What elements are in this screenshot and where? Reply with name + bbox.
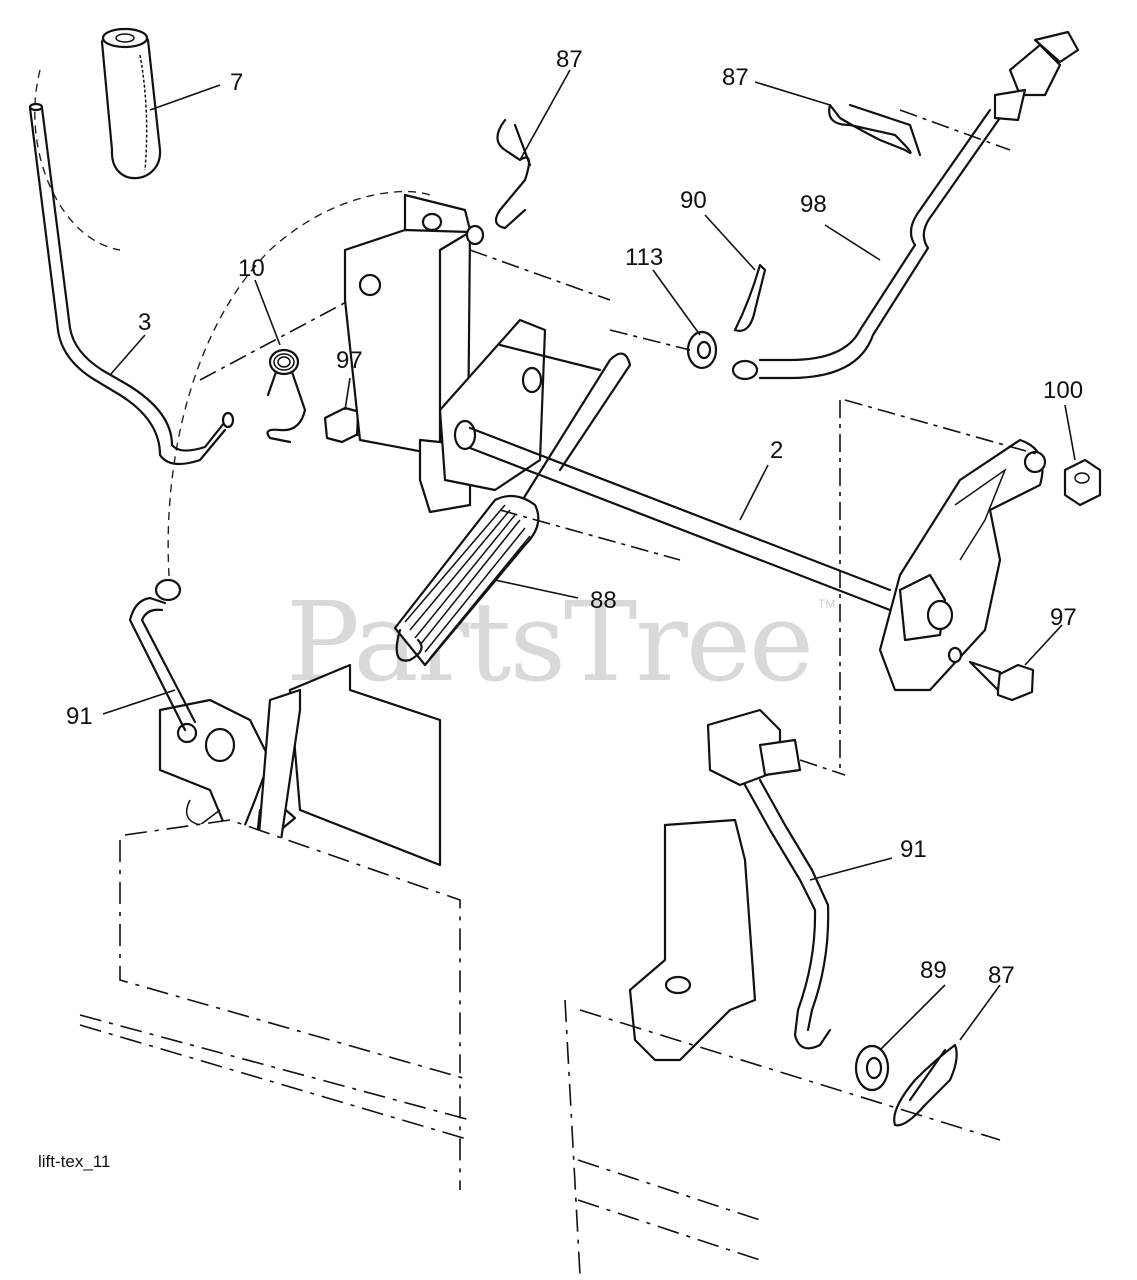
right-lift-arm-assembly — [628, 708, 832, 1062]
callout-87: 87 — [722, 64, 749, 91]
part-7-handle-grip[interactable] — [100, 27, 162, 180]
part-89-washer[interactable] — [854, 1044, 890, 1092]
callout-100: 100 — [1043, 377, 1083, 404]
left-lift-arm-assembly — [128, 578, 442, 952]
part-87-cotter-pin-right[interactable] — [828, 103, 922, 157]
callout-91: 91 — [900, 836, 927, 863]
callout-97: 97 — [1050, 604, 1077, 631]
part-87-cotter-pin-lower[interactable] — [893, 1043, 958, 1127]
callout-87: 87 — [988, 962, 1015, 989]
part-97-bolt-right[interactable] — [968, 660, 1035, 702]
part-3-lift-handle[interactable] — [28, 102, 235, 466]
callout-labels: 7 87 87 10 3 97 113 90 98 100 2 88 97 91… — [66, 46, 1083, 989]
part-87-cotter-pin-upper[interactable] — [494, 118, 532, 230]
callout-10: 10 — [238, 255, 265, 282]
part-98-lift-rod[interactable] — [731, 30, 1080, 381]
callout-91: 91 — [66, 703, 93, 730]
spring-bracket-wire — [498, 343, 632, 522]
callout-113: 113 — [625, 244, 663, 271]
figure-code: lift-tex_11 — [38, 1152, 110, 1171]
callout-98: 98 — [800, 191, 827, 218]
callout-97: 97 — [336, 347, 363, 374]
callout-2: 2 — [770, 437, 783, 464]
callout-88: 88 — [590, 587, 617, 614]
mounting-bracket — [343, 193, 547, 514]
mower-deck-outline — [79, 819, 1001, 1276]
watermark-text: PartsTree — [286, 578, 812, 706]
part-90-hairpin-clip[interactable] — [733, 263, 767, 332]
part-113-washer[interactable] — [686, 330, 718, 370]
callout-90: 90 — [680, 187, 707, 214]
part-88-extension-spring[interactable] — [393, 494, 540, 667]
part-100-nut[interactable] — [1063, 458, 1102, 507]
part-2-lift-shaft[interactable] — [468, 426, 892, 612]
callout-89: 89 — [920, 957, 947, 984]
leader-lines — [102, 69, 1076, 1051]
watermark-trademark: TM — [818, 597, 835, 611]
callout-7: 7 — [230, 69, 243, 96]
right-lift-arm-plate — [878, 438, 1047, 692]
part-10-torsion-spring[interactable] — [266, 348, 307, 444]
callout-3: 3 — [138, 309, 151, 336]
handle-phantom-line — [34, 69, 431, 591]
center-lines — [199, 109, 1041, 776]
callout-87: 87 — [556, 46, 583, 73]
